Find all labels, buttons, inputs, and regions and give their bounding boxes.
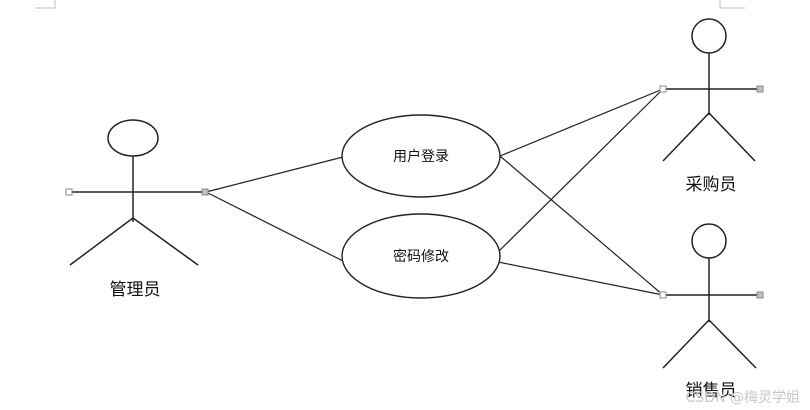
use-case-password-shape (341, 213, 501, 299)
selection-handle[interactable] (65, 188, 73, 196)
actor-purchaser-icon (662, 18, 760, 162)
selection-handle[interactable] (756, 291, 764, 299)
association-admin-password (205, 191, 346, 263)
page-corner-marks (35, 0, 745, 9)
selection-handle[interactable] (659, 291, 667, 299)
association-password-purchaser (496, 88, 664, 254)
use-case-login-shape (341, 114, 501, 198)
association-password-sales (497, 261, 664, 296)
selection-handle[interactable] (756, 85, 764, 93)
association-admin-login (205, 156, 344, 193)
actor-admin-label: 管理员 (110, 280, 161, 300)
actor-sales-icon (662, 223, 760, 369)
use-case-login[interactable]: 用户登录 (341, 114, 501, 198)
selection-handle[interactable] (201, 188, 209, 196)
selection-handle[interactable] (659, 85, 667, 93)
watermark: CSDN @梅灵学姐 (686, 390, 800, 406)
actor-sales-label: 销售员 (686, 381, 737, 401)
associations (205, 88, 664, 296)
actor-admin[interactable]: 管理员 (65, 119, 209, 300)
association-login-purchaser (499, 88, 664, 157)
use-case-login-label: 用户登录 (393, 148, 449, 165)
actor-purchaser-label: 采购员 (686, 175, 737, 195)
association-login-sales (499, 155, 664, 296)
use-case-password-label: 密码修改 (393, 248, 449, 265)
actor-purchaser[interactable]: 采购员 (659, 18, 764, 195)
use-case-password-change[interactable]: 密码修改 (341, 213, 501, 299)
actor-admin-icon (69, 119, 206, 266)
actor-sales[interactable]: 销售员 (659, 223, 764, 401)
